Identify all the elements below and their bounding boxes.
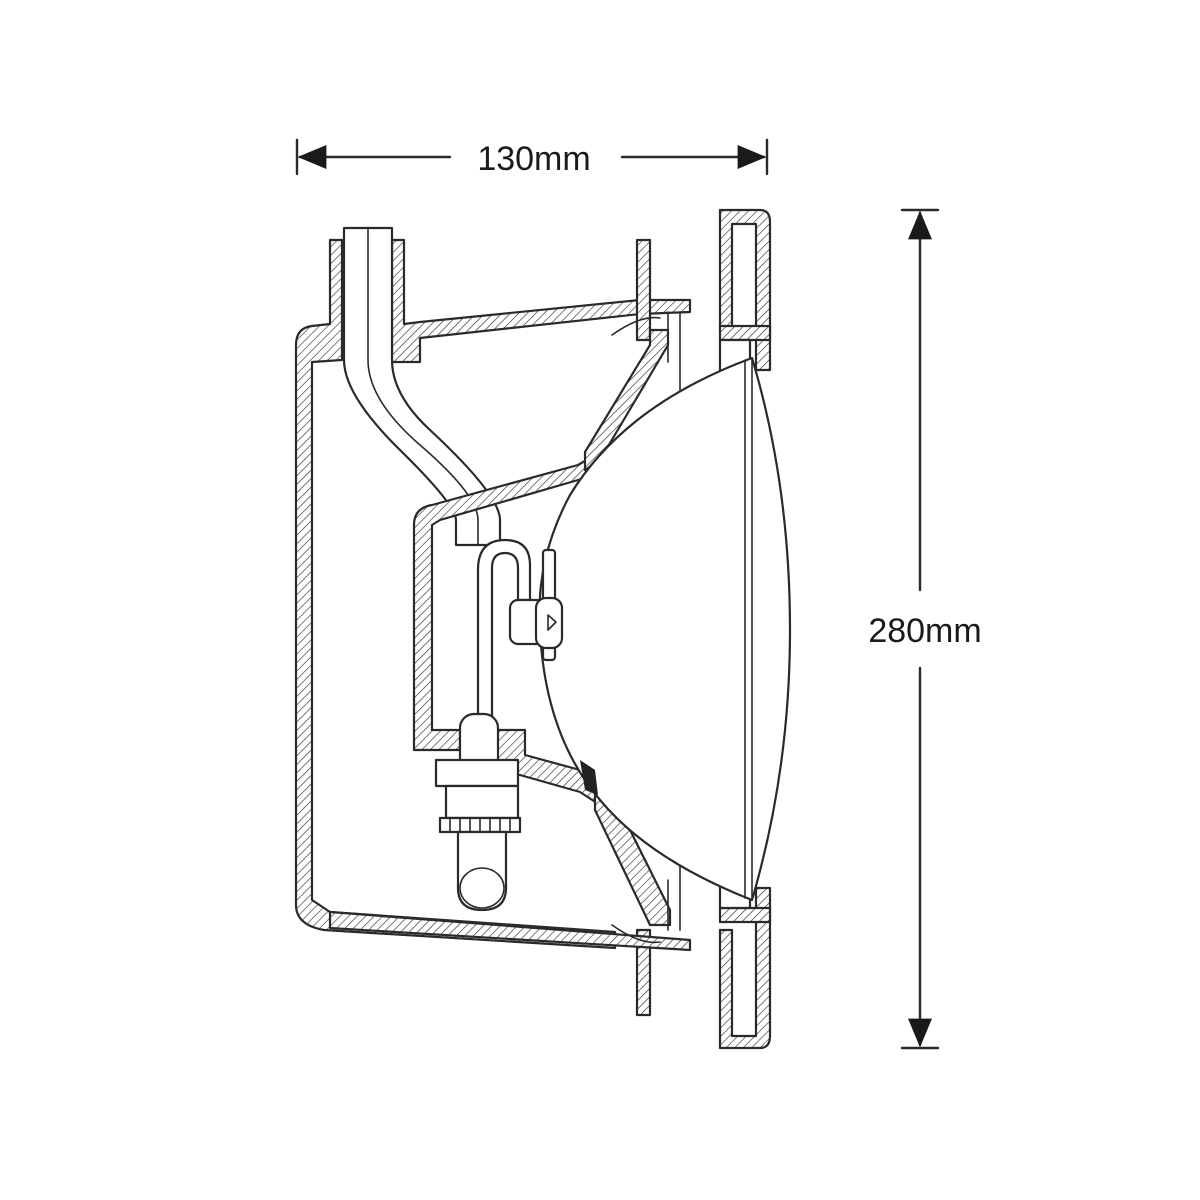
flange-bottom-seal bbox=[718, 906, 772, 924]
cable-assembly bbox=[434, 538, 564, 912]
inner-chamber-wall bbox=[412, 450, 608, 752]
housing-upper-stub bbox=[635, 238, 652, 342]
lower-clip bbox=[611, 924, 661, 944]
cable-end bbox=[459, 867, 505, 909]
housing-bottom-wall bbox=[328, 910, 692, 952]
housing-lower-stub bbox=[635, 928, 652, 1017]
height-label: 280mm bbox=[868, 612, 981, 650]
flange-bottom bbox=[718, 886, 772, 1050]
flange-top-seal bbox=[718, 324, 772, 342]
lamp-lens-dome bbox=[538, 356, 792, 902]
housing-top-wall bbox=[390, 238, 692, 364]
upper-clip bbox=[611, 316, 661, 336]
cable-outlet bbox=[456, 830, 508, 912]
height-dimension: 280mm bbox=[868, 208, 982, 1050]
width-label: 130mm bbox=[477, 140, 590, 178]
cable-gland bbox=[434, 712, 522, 834]
lamp-base-seal bbox=[580, 760, 598, 795]
terminal-connector bbox=[508, 596, 564, 650]
width-dimension: 130mm bbox=[295, 138, 769, 178]
housing-outer-wall bbox=[294, 238, 617, 950]
par-lamp bbox=[538, 356, 792, 902]
